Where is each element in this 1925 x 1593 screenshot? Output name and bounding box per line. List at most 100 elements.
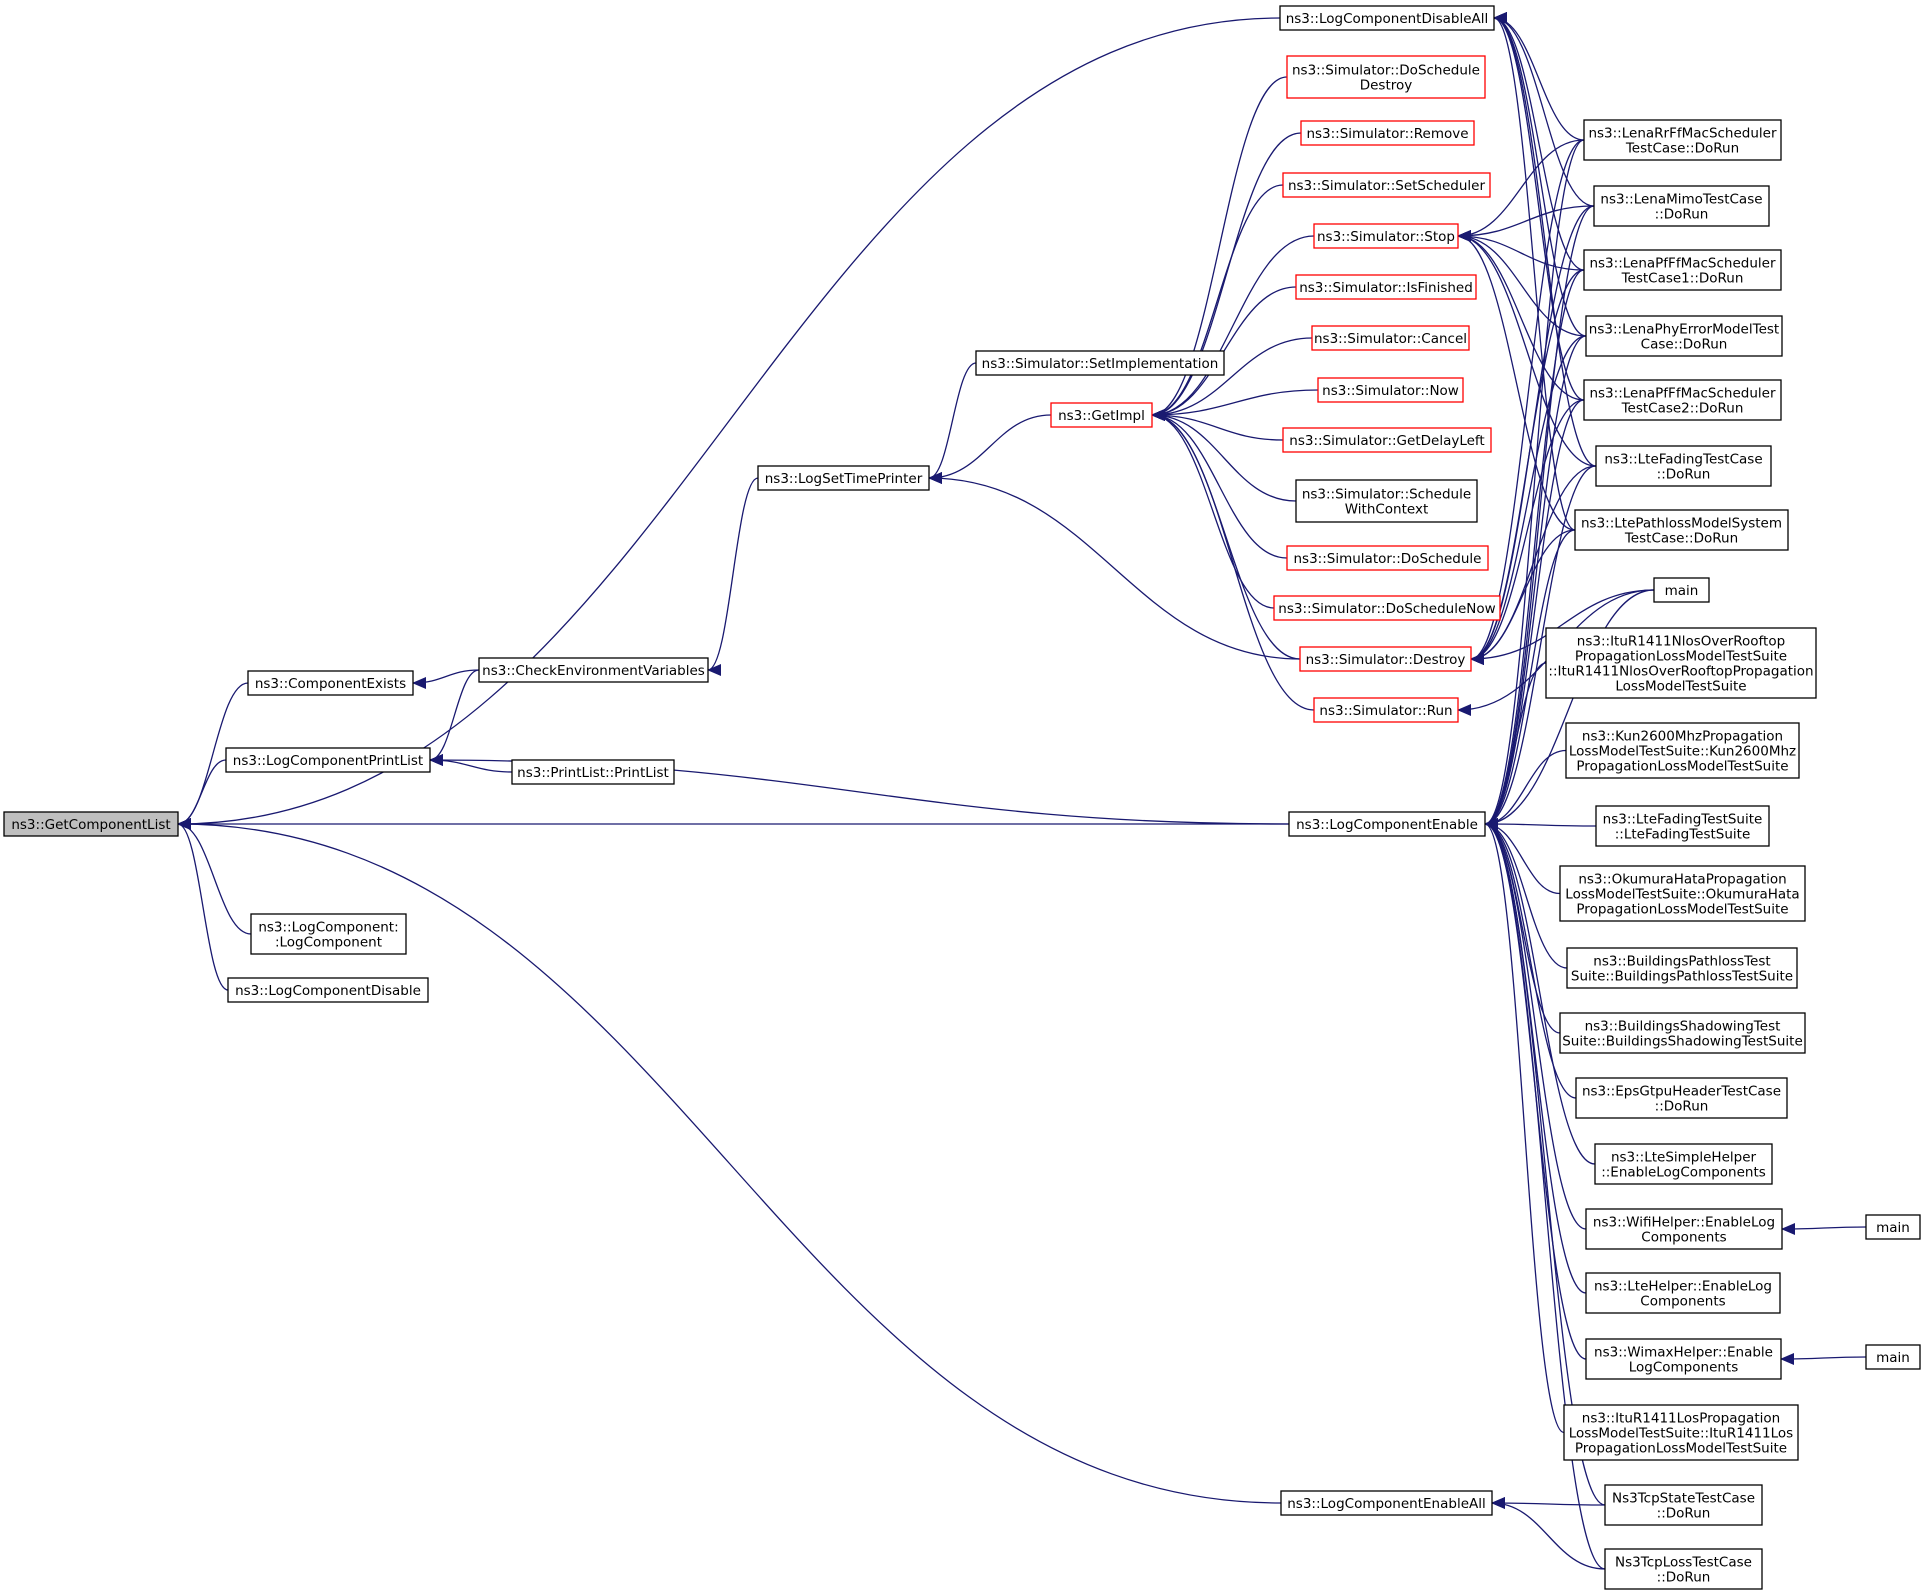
node-label: LossModelTestSuite::OkumuraHata [1565, 887, 1799, 903]
edge-lenapfff2-to-logcomponentdisableall [1493, 12, 1585, 401]
node-label: Case::DoRun [1641, 337, 1728, 353]
node-box [1604, 1548, 1763, 1590]
node-ns3tcploss[interactable]: Ns3TcpLossTestCase::DoRun [1604, 1548, 1763, 1590]
node-logcomponent-ctor[interactable]: ns3::LogComponent::LogComponent [250, 913, 407, 955]
node-label: ns3::BuildingsPathlossTest [1593, 954, 1770, 970]
node-label: PropagationLossModelTestSuite [1576, 902, 1788, 918]
edge-logsettimeprinter-to-checkenvironmentvariables [707, 477, 759, 676]
node-logcomponentenableall[interactable]: ns3::LogComponentEnableAll [1280, 1490, 1493, 1516]
node-ltesimplehelper[interactable]: ns3::LteSimpleHelper::EnableLogComponent… [1594, 1143, 1773, 1185]
node-doschedulenow[interactable]: ns3::Simulator::DoScheduleNow [1273, 595, 1501, 621]
edge-layer [177, 12, 1867, 1570]
node-main1[interactable]: main [1653, 577, 1710, 603]
node-lenapfff2[interactable]: ns3::LenaPfFfMacSchedulerTestCase2::DoRu… [1583, 379, 1782, 421]
node-cancel[interactable]: ns3::Simulator::Cancel [1311, 325, 1470, 351]
node-label: ns3::LtePathlossModelSystem [1581, 516, 1782, 532]
node-box [1585, 315, 1783, 357]
node-epsgtpu[interactable]: ns3::EpsGtpuHeaderTestCase::DoRun [1575, 1077, 1788, 1119]
edge-logcomponentprintlist-to-getcomponentlist [177, 759, 227, 830]
node-lenamimo[interactable]: ns3::LenaMimoTestCase::DoRun [1593, 185, 1770, 227]
node-box [1299, 646, 1472, 672]
node-itur1411los[interactable]: ns3::ItuR1411LosPropagationLossModelTest… [1563, 1404, 1799, 1461]
edge-main1-to-logcomponentenable [1484, 589, 1655, 830]
node-box [757, 465, 930, 491]
node-main2[interactable]: main [1865, 1214, 1921, 1240]
node-label: WithContext [1345, 502, 1429, 518]
node-setscheduler[interactable]: ns3::Simulator::SetScheduler [1282, 172, 1491, 198]
node-box [1295, 274, 1477, 300]
node-logcomponentenable[interactable]: ns3::LogComponentEnable [1288, 811, 1486, 837]
node-logcomponentprintlist[interactable]: ns3::LogComponentPrintList [225, 747, 431, 773]
node-logsettimeprinter[interactable]: ns3::LogSetTimePrinter [757, 465, 930, 491]
edge-logcomponentenableall-to-getcomponentlist [177, 818, 1282, 1504]
node-setimplementation[interactable]: ns3::Simulator::SetImplementation [975, 350, 1225, 376]
node-stop[interactable]: ns3::Simulator::Stop [1313, 223, 1459, 249]
node-buildingsshadowing[interactable]: ns3::BuildingsShadowingTestSuite::Buildi… [1559, 1012, 1806, 1054]
node-label: LossModelTestSuite::Kun2600Mhz [1569, 744, 1796, 760]
node-box [1565, 722, 1800, 779]
node-box [1583, 249, 1782, 291]
node-label: ns3::GetImpl [1058, 408, 1145, 424]
node-label: ns3::LenaPfFfMacScheduler [1589, 256, 1775, 272]
node-label: TestCase::DoRun [1625, 141, 1739, 157]
node-getcomponentlist[interactable]: ns3::GetComponentList [3, 811, 179, 837]
node-main3[interactable]: main [1865, 1344, 1921, 1370]
node-ltepathloss[interactable]: ns3::LtePathlossModelSystemTestCase::DoR… [1574, 509, 1789, 551]
node-getimpl[interactable]: ns3::GetImpl [1050, 402, 1153, 428]
node-logcomponentdisableall[interactable]: ns3::LogComponentDisableAll [1279, 5, 1495, 31]
node-label: ns3::LteSimpleHelper [1611, 1150, 1757, 1166]
edge-main3-to-wimaxhelper [1780, 1352, 1867, 1365]
node-label: ns3::Simulator::IsFinished [1299, 280, 1473, 296]
edge-checkenvironmentvariables-to-logcomponentprintlist [429, 669, 480, 766]
node-printlist[interactable]: ns3::PrintList::PrintList [511, 759, 675, 785]
node-box [1559, 1012, 1806, 1054]
node-lenapfff1[interactable]: ns3::LenaPfFfMacSchedulerTestCase1::DoRu… [1583, 249, 1782, 291]
edge-lenaphyerror-to-stop [1457, 230, 1587, 337]
node-ltehelper[interactable]: ns3::LteHelper::EnableLogComponents [1585, 1272, 1781, 1314]
edge-doschedulenow-to-getimpl [1151, 409, 1275, 609]
node-buildingspathloss[interactable]: ns3::BuildingsPathlossTestSuite::Buildin… [1566, 947, 1798, 989]
edge-logcomponentdisableall-to-getcomponentlist [177, 17, 1281, 830]
node-label: ns3::ItuR1411LosPropagation [1582, 1411, 1780, 1427]
node-destroy[interactable]: ns3::Simulator::Destroy [1299, 646, 1472, 672]
node-isfinished[interactable]: ns3::Simulator::IsFinished [1295, 274, 1477, 300]
edge-ltepathloss-to-stop [1457, 230, 1576, 531]
edge-lenaphyerror-to-destroy [1470, 335, 1587, 665]
node-logcomponentdisable[interactable]: ns3::LogComponentDisable [227, 977, 429, 1003]
node-doschedule[interactable]: ns3::Simulator::DoSchedule [1286, 545, 1489, 571]
node-remove[interactable]: ns3::Simulator::Remove [1300, 120, 1475, 146]
node-label: ::EnableLogComponents [1601, 1165, 1766, 1181]
edge-getdelayleft-to-getimpl [1151, 409, 1284, 441]
edge-lenarrff-to-logcomponentdisableall [1493, 12, 1585, 141]
node-ltefadingtestsuite[interactable]: ns3::LteFadingTestSuite::LteFadingTestSu… [1595, 805, 1770, 847]
node-getdelayleft[interactable]: ns3::Simulator::GetDelayLeft [1282, 427, 1492, 453]
node-ltefadingtestcase[interactable]: ns3::LteFadingTestCase::DoRun [1595, 445, 1772, 487]
node-componentexists[interactable]: ns3::ComponentExists [247, 670, 414, 696]
node-label: ns3::LogComponentDisable [235, 983, 421, 999]
node-label: ns3::Simulator::Remove [1306, 126, 1468, 142]
node-wifihelper[interactable]: ns3::WifiHelper::EnableLogComponents [1585, 1208, 1783, 1250]
node-ns3tcpstate[interactable]: Ns3TcpStateTestCase::DoRun [1604, 1484, 1763, 1526]
node-label: Destroy [1360, 78, 1413, 94]
node-itur1411nlos[interactable]: ns3::ItuR1411NlosOverRooftopPropagationL… [1545, 627, 1817, 699]
node-wimaxhelper[interactable]: ns3::WimaxHelper::EnableLogComponents [1585, 1338, 1782, 1380]
node-label: PropagationLossModelTestSuite [1575, 649, 1787, 665]
node-run[interactable]: ns3::Simulator::Run [1313, 697, 1459, 723]
node-okumurahata[interactable]: ns3::OkumuraHataPropagationLossModelTest… [1559, 865, 1806, 922]
edge-lenarrff-to-destroy [1470, 139, 1585, 665]
node-kun2600[interactable]: ns3::Kun2600MhzPropagationLossModelTestS… [1565, 722, 1800, 779]
edge-ltefadingtestsuite-to-logcomponentenable [1484, 818, 1597, 831]
node-now[interactable]: ns3::Simulator::Now [1317, 377, 1464, 403]
node-box [1279, 5, 1495, 31]
node-checkenvironmentvariables[interactable]: ns3::CheckEnvironmentVariables [478, 657, 709, 683]
node-label: ::DoRun [1655, 1099, 1709, 1115]
edge-main1-to-destroy [1470, 589, 1655, 665]
node-label: TestCase2::DoRun [1621, 401, 1744, 417]
node-label: ns3::ComponentExists [255, 676, 406, 692]
node-label: TestCase::DoRun [1624, 531, 1738, 547]
node-box [1593, 185, 1770, 227]
